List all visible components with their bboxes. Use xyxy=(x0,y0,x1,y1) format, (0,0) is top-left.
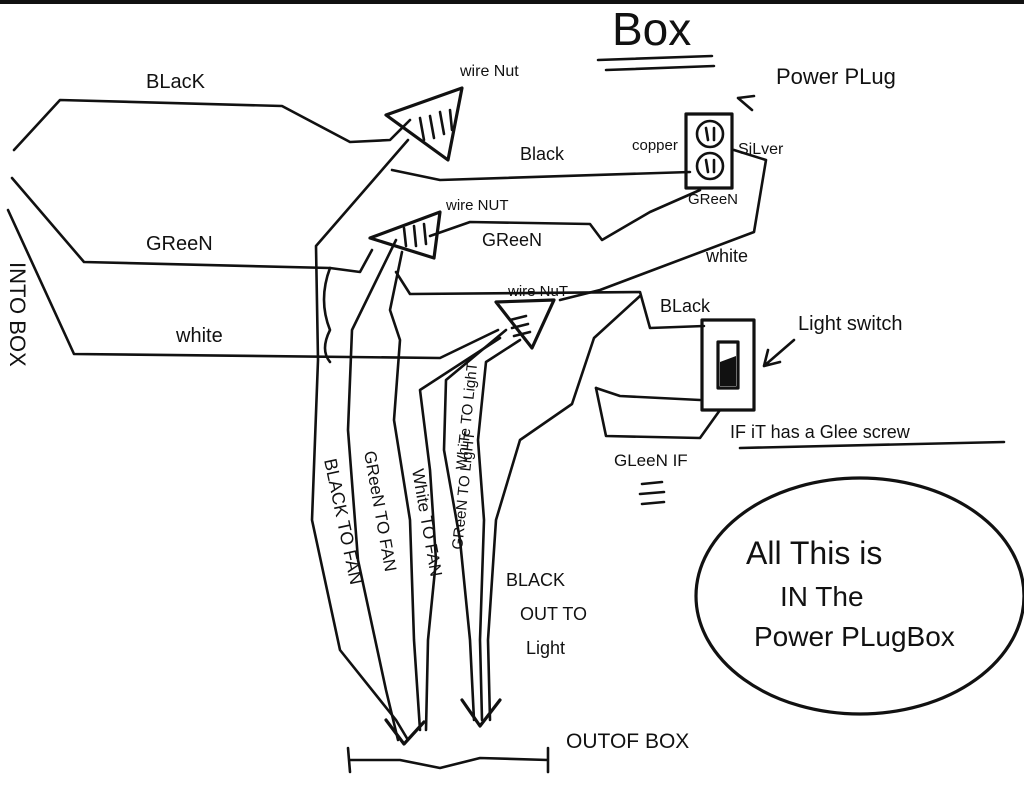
wires xyxy=(6,98,768,742)
note-line-3: Power PLugBox xyxy=(754,621,955,652)
title-label: Box xyxy=(612,3,691,55)
label-wire-nut-lower: wire NuT xyxy=(507,283,568,300)
label-white-right: white xyxy=(705,246,748,266)
label-wire-nut-middle: wire NUT xyxy=(445,197,509,214)
note-circle xyxy=(694,476,1024,716)
label-wire-nut-top: wire Nut xyxy=(459,63,519,80)
label-black-switch: BLack xyxy=(660,296,711,316)
light-switch xyxy=(700,318,756,412)
label-green-plug: GReeN xyxy=(688,191,738,208)
wire-nut-lower xyxy=(494,298,556,350)
label-green-middle: GReeN xyxy=(482,230,542,250)
arrowhead-fan xyxy=(384,718,426,746)
label-out-of-box: OUTOF BOX xyxy=(566,730,689,753)
label-into-box: INTO BOX xyxy=(5,262,30,367)
label-power-plug: Power PLug xyxy=(776,64,896,89)
green-screw-underline xyxy=(738,440,1006,450)
wire-nut-top xyxy=(384,86,464,162)
wire-nut-middle xyxy=(368,210,442,260)
out-of-box-bracket xyxy=(346,746,550,774)
label-black-out-1: BLACK xyxy=(506,570,565,590)
label-green-left: GReeN xyxy=(146,233,213,255)
label-black-plug: Black xyxy=(520,144,565,164)
power-plug xyxy=(684,112,734,190)
note-line-1: All This is xyxy=(746,535,882,571)
label-black-top: BLacK xyxy=(146,71,206,93)
label-black-to-fan: BLACK TO FAN xyxy=(320,457,366,587)
label-black-out-2: OUT TO xyxy=(520,604,587,624)
plug-arrow xyxy=(736,94,756,112)
label-green-screw-note: IF iT has a Glee screw xyxy=(730,422,911,442)
title-underline xyxy=(596,54,714,62)
label-white-left: white xyxy=(175,325,223,347)
ground-marks xyxy=(638,480,666,506)
label-black-out-3: Light xyxy=(526,638,565,658)
label-white-to-light: WhiTe TO LighT xyxy=(453,361,481,470)
arrowhead-light xyxy=(460,698,502,728)
label-silver: SiLver xyxy=(738,141,784,158)
title-underline-2 xyxy=(604,64,716,72)
label-green-to-fan: GReeN TO FAN xyxy=(360,449,400,573)
label-white-to-fan: White TO FAN xyxy=(408,467,446,578)
label-light-switch: Light switch xyxy=(798,313,903,335)
label-copper: copper xyxy=(632,137,678,154)
switch-arrow xyxy=(762,338,796,368)
note-line-2: IN The xyxy=(780,581,864,612)
label-green-if: GLeeN IF xyxy=(614,451,688,470)
